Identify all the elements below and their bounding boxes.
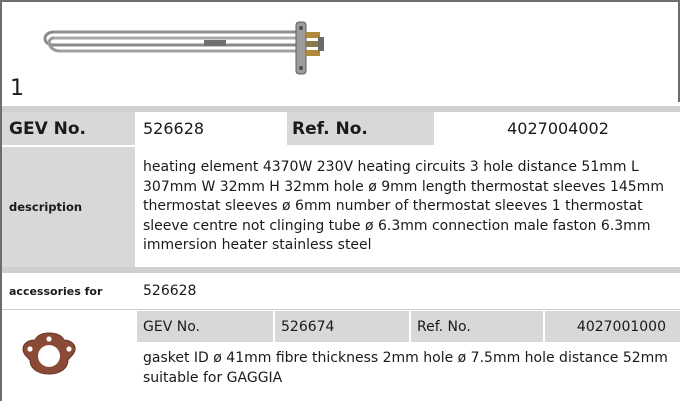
description-row: description heating element 4370W 230V h… [2, 147, 680, 267]
row-divider [2, 309, 680, 310]
description-label: description [2, 147, 135, 267]
accessories-value: 526628 [143, 283, 197, 299]
gev-number-label: GEV No. [2, 112, 135, 145]
accessories-row: accessories for 526628 [2, 273, 680, 309]
frame-left-border [0, 0, 2, 401]
description-text: heating element 4370W 230V heating circu… [143, 159, 664, 254]
accessory-description: gasket ID ø 41mm fibre thickness 2mm hol… [143, 350, 668, 386]
frame-top-border [0, 0, 680, 2]
gasket-image [22, 332, 76, 375]
ref-number-value: 4027004002 [436, 112, 680, 145]
accessory-gev-value: 526674 [275, 311, 409, 342]
item-number: 1 [10, 76, 24, 101]
accessory-id-row: GEV No. 526674 Ref. No. 4027001000 [2, 311, 680, 342]
product-id-row: GEV No. 526628 Ref. No. 4027004002 [2, 112, 680, 145]
product-image-area: 1 [2, 2, 678, 110]
accessory-ref-value: 4027001000 [545, 311, 680, 342]
accessory-ref-label: Ref. No. [411, 311, 543, 342]
section-divider [2, 267, 680, 273]
section-divider [2, 106, 680, 112]
gev-number-value: 526628 [137, 112, 286, 145]
ref-number-label: Ref. No. [287, 112, 434, 145]
frame-right-border [678, 0, 680, 102]
accessory-gev-label: GEV No. [137, 311, 273, 342]
accessories-label: accessories for [2, 273, 135, 309]
heating-element-image [43, 21, 324, 75]
